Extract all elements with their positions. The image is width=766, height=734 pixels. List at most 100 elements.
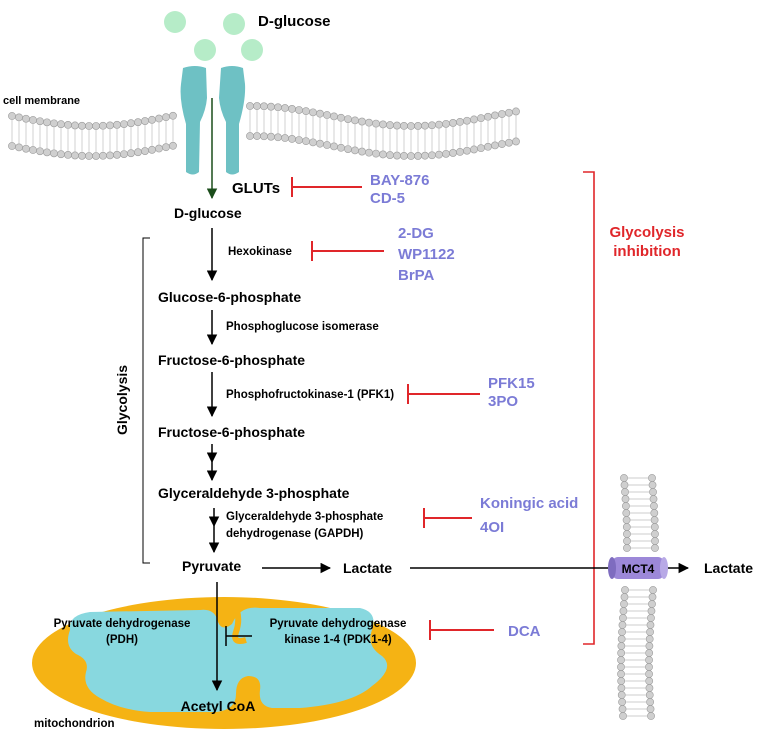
lipid-head: [344, 145, 352, 153]
lipid-head: [648, 600, 656, 608]
lipid-head: [106, 121, 114, 130]
hexokinase-label: Hexokinase: [228, 246, 292, 258]
acetyl-coa-label: Acetyl CoA: [181, 698, 256, 714]
lipid-head: [50, 119, 58, 128]
lipid-head: [618, 698, 627, 706]
gluts-label: GLUTs: [232, 180, 280, 197]
lipid-head: [120, 150, 128, 158]
lipid-head: [120, 120, 128, 128]
lipid-head: [435, 150, 443, 159]
lipid-head: [645, 635, 654, 643]
lipid-head: [358, 117, 366, 126]
lipid-head: [43, 118, 51, 127]
lipid-head: [421, 121, 429, 130]
glucose-molecule: [194, 39, 216, 61]
lipid-head: [622, 516, 631, 524]
lipid-head: [36, 147, 44, 156]
lipid-head: [393, 151, 401, 160]
lipid-head: [647, 712, 655, 720]
lipid-head: [449, 149, 457, 157]
lipid-head: [645, 663, 653, 671]
lipid-head: [71, 151, 79, 160]
lipid-head: [246, 132, 254, 140]
lipid-head: [622, 523, 631, 531]
lipid-head: [379, 150, 387, 159]
lipid-head: [372, 119, 380, 128]
lipid-head: [134, 148, 142, 157]
lipid-head: [64, 151, 72, 159]
lipid-head: [253, 102, 261, 110]
lipid-head: [649, 488, 657, 496]
lipid-head: [645, 642, 654, 650]
lipid-head: [407, 122, 415, 130]
lipid-head: [15, 113, 23, 122]
lipid-head: [302, 137, 310, 146]
lipid-head: [477, 144, 485, 153]
lipid-head: [85, 152, 93, 160]
lipid-head: [43, 148, 51, 157]
lipid-head: [22, 114, 30, 123]
lactate-intracellular-label: Lactate: [343, 560, 392, 576]
lipid-head: [260, 102, 268, 111]
lipid-head: [620, 593, 629, 601]
lipid-head: [400, 121, 408, 130]
lipid-head: [651, 537, 659, 545]
lipid-head: [449, 119, 457, 127]
lipid-head: [64, 121, 72, 129]
lipid-head: [29, 146, 37, 154]
cell-membrane-bilayer: [8, 102, 520, 160]
glucose-molecule: [241, 39, 263, 61]
lipid-head: [484, 142, 492, 151]
lipid-head: [491, 141, 499, 150]
lipid-head: [622, 502, 630, 510]
glut-transporter: [180, 66, 246, 175]
cell-membrane-vertical: [617, 474, 659, 720]
lipid-head: [648, 593, 657, 601]
lipid-head: [650, 502, 658, 510]
lipid-head: [253, 132, 261, 140]
lipid-head: [428, 121, 436, 130]
lipid-head: [470, 145, 478, 154]
lipid-head: [650, 523, 659, 531]
d-glucose-extracellular-label: D-glucose: [258, 13, 331, 30]
lipid-head: [169, 141, 177, 150]
lipid-head: [302, 107, 310, 116]
lipid-head: [618, 705, 627, 713]
lipid-head: [512, 137, 520, 146]
lipid-head: [648, 474, 656, 482]
lipid-head: [623, 544, 631, 552]
mitochondrion-notch: [229, 598, 247, 644]
lipid-head: [620, 481, 629, 489]
lipid-head: [456, 147, 464, 156]
lipid-head: [162, 113, 170, 122]
lipid-head: [323, 141, 331, 149]
lipid-head: [316, 139, 324, 148]
lipid-head: [646, 621, 655, 629]
lipid-head: [323, 111, 331, 119]
drug-bay-876: BAY-876: [370, 172, 430, 189]
lipid-head: [442, 149, 450, 158]
lipid-head: [646, 705, 655, 713]
lipid-head: [646, 698, 655, 706]
lipid-head: [50, 149, 58, 158]
pyruvate-label: Pyruvate: [182, 558, 241, 574]
lipid-head: [344, 115, 352, 123]
lipid-head: [330, 142, 338, 151]
lipid-head: [617, 635, 626, 643]
lipid-head: [463, 146, 471, 155]
cell-membrane-label: cell membrane: [3, 95, 80, 107]
lipid-head: [414, 122, 422, 130]
lipid-head: [57, 150, 65, 159]
lipid-head: [78, 151, 86, 160]
lipid-head: [407, 152, 415, 160]
lipid-head: [29, 116, 37, 124]
lipid-head: [295, 106, 303, 114]
lipid-head: [617, 649, 626, 657]
lipid-head: [267, 132, 275, 141]
lipid-head: [621, 586, 629, 594]
lipid-head: [650, 516, 659, 524]
lipid-head: [617, 691, 626, 699]
lipid-head: [148, 115, 156, 124]
lipid-head: [442, 119, 450, 128]
